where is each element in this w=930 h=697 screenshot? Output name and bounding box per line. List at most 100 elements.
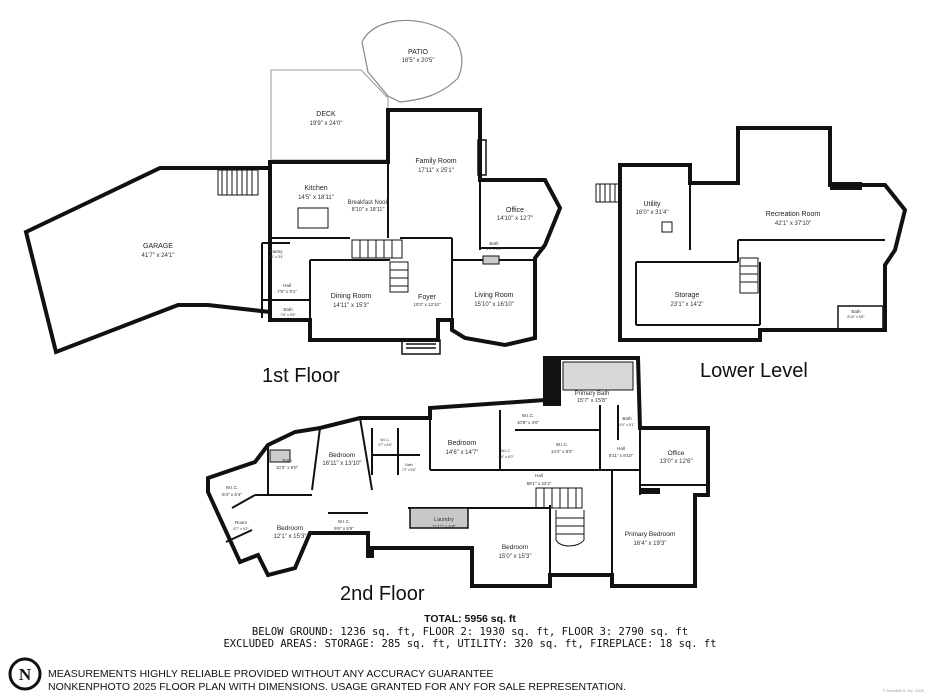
first-floor-title: 1st Floor	[262, 365, 340, 387]
bath-b-label: Bath	[622, 416, 632, 421]
hall-main-label: Hall	[535, 473, 543, 478]
bedroom-c-dims: 12'1" x 15'3"	[274, 534, 307, 540]
bedroom-a-label: Bedroom	[448, 440, 477, 447]
patio-outline	[361, 19, 463, 103]
breakfast-nook-dims: 8'10" x 18'11"	[352, 207, 385, 213]
living-room-label: Living Room	[475, 292, 514, 299]
first-floor-stairs	[351, 239, 409, 293]
second-floor-labels: Primary Bath 15'7" x 15'8" W.I.C. 10'8" …	[222, 391, 692, 605]
bedroom-c-label: Bedroom	[277, 525, 303, 532]
garage-dims: 41'7" x 24'1"	[142, 253, 175, 259]
lower-level-interior-walls	[635, 183, 885, 326]
pantry-dims: 3'6" x 3'4"	[268, 255, 284, 259]
deck-dims: 19'9" x 24'0"	[310, 121, 343, 127]
primary-bath-label: Primary Bath	[575, 391, 610, 397]
bath-first-a-dims: 5'3" x 5'8"	[486, 247, 502, 251]
bath-first-b-label: Bath	[283, 307, 293, 312]
lower-level-plan	[595, 126, 908, 342]
wic-b-dims: 14'4" x 8'0"	[551, 449, 574, 454]
house-outline-first	[268, 108, 563, 348]
wic-d-label: W.I.C.	[226, 485, 238, 490]
wic-a-dims: 10'8" x 4'0"	[517, 420, 540, 425]
dining-room-dims: 14'11" x 15'3"	[333, 303, 369, 309]
bedroom-d-dims: 15'0" x 15'3"	[499, 554, 532, 560]
kitchen-dims: 14'5" x 18'11"	[298, 195, 334, 201]
primary-bedroom-dims: 16'4" x 19'3"	[634, 541, 667, 547]
garage-label: GARAGE	[143, 243, 173, 250]
footer-copyright: NONKENPHOTO 2025 FLOOR PLAN WITH DIMENSI…	[48, 681, 626, 693]
deck-label: DECK	[316, 111, 336, 118]
family-room-label: Family Room	[415, 158, 456, 165]
wic-e-label: W.I.C.	[338, 519, 350, 524]
bath-first-a-label: Bath	[489, 241, 499, 246]
living-room-dims: 15'10" x 16'10"	[474, 302, 514, 308]
second-floor-plan	[206, 356, 710, 588]
bath-lower-label: Bath	[851, 309, 861, 314]
bedroom-a-dims: 14'6" x 14'7"	[446, 450, 479, 456]
room-small-label: Room	[235, 520, 247, 525]
bedroom-b-label: Bedroom	[329, 452, 355, 459]
laundry-dims: 11'11" x 6'8"	[432, 524, 456, 529]
front-porch-steps	[401, 339, 441, 355]
wic-a-label: W.I.C.	[522, 413, 534, 418]
lower-dark-wall	[830, 182, 862, 190]
garage-outline	[23, 166, 272, 355]
primary-bath-dims: 15'7" x 15'8"	[577, 398, 607, 404]
family-room-dims: 17'11" x 25'1"	[418, 168, 454, 174]
house-outline-lower	[618, 126, 908, 342]
wic-b-label: W.I.C.	[556, 442, 568, 447]
wic-c-label: W.I.C.	[501, 449, 511, 453]
wic-e-dims: 9'6" x 5'9"	[334, 526, 354, 531]
laundry-room-fill	[409, 507, 469, 529]
family-room-fireplace	[477, 139, 487, 176]
house-outline-second	[206, 356, 710, 588]
office-first-label: Office	[506, 207, 524, 214]
recreation-room-label: Recreation Room	[766, 211, 821, 218]
bedroom-d-label: Bedroom	[502, 544, 528, 551]
first-floor-interior-walls	[261, 162, 545, 320]
office-second-wall-dark	[640, 488, 660, 494]
room-small-dims: 5'7" x 9'2"	[233, 527, 249, 531]
office-first-dims: 14'10" x 12'7"	[497, 216, 533, 222]
bath-first-b-dims: 7'6" x 5'6"	[280, 313, 296, 317]
compass-logo-icon: N	[8, 657, 42, 691]
deck-stairs	[217, 169, 259, 196]
hall-b-dims: 8'11" x 8'10"	[609, 453, 634, 458]
credit-text: © SmartMLS, Inc. 2025	[882, 688, 924, 693]
kitchen-label: Kitchen	[304, 185, 327, 192]
primary-bath-wall	[543, 356, 561, 406]
wic-f-label: W.I.C.	[380, 438, 390, 442]
storage-dims: 23'1" x 14'2"	[671, 302, 704, 308]
foyer-label: Foyer	[418, 294, 437, 301]
kitchen-island	[297, 207, 329, 229]
hall-first-label: Hall	[283, 283, 291, 288]
first-floor-labels: PATIO 18'5" x 20'5" DECK 19'9" x 24'0" F…	[142, 49, 534, 387]
office-second-label: Office	[668, 450, 685, 457]
logo-letter: N	[19, 665, 32, 684]
second-floor-title: 2nd Floor	[340, 583, 425, 605]
recreation-room-dims: 42'1" x 37'10"	[775, 221, 811, 227]
first-floor-plan	[23, 19, 563, 355]
primary-bedroom-label: Primary Bedroom	[625, 531, 676, 538]
powder-bath-fixture	[482, 255, 500, 265]
bath-c-label: Bath	[282, 458, 292, 463]
total-area: TOTAL: 5956 sq. ft	[424, 613, 516, 625]
excluded-areas: EXCLUDED AREAS: STORAGE: 285 sq. ft, UTI…	[223, 638, 717, 650]
bath-lower-dims: 8'10" x 5'6"	[847, 315, 865, 319]
west-bath-fixture	[269, 449, 291, 463]
footer-disclaimer: MEASUREMENTS HIGHLY RELIABLE PROVIDED WI…	[48, 668, 494, 680]
patio-label: PATIO	[408, 49, 429, 56]
utility-fixture	[661, 221, 673, 233]
storage-label: Storage	[675, 292, 700, 299]
hall-main-dims: 58'1" x 22'4"	[527, 481, 552, 486]
area-breakdown: BELOW GROUND: 1236 sq. ft, FLOOR 2: 1930…	[251, 626, 689, 638]
lower-level-labels: Utility 16'0" x 31'4" Recreation Room 42…	[636, 201, 866, 382]
primary-bath-tub	[562, 361, 634, 391]
bath-b-dims: 9'0" x 5'1"	[619, 423, 635, 427]
utility-label: Utility	[643, 201, 661, 208]
office-second-dims: 13'0" x 12'6"	[660, 459, 693, 465]
breakfast-nook-label: Breakfast Nook	[347, 200, 389, 206]
wic-f-dims: 4'7" x 5'6"	[378, 443, 392, 447]
patio-dims: 18'5" x 20'5"	[402, 58, 435, 64]
